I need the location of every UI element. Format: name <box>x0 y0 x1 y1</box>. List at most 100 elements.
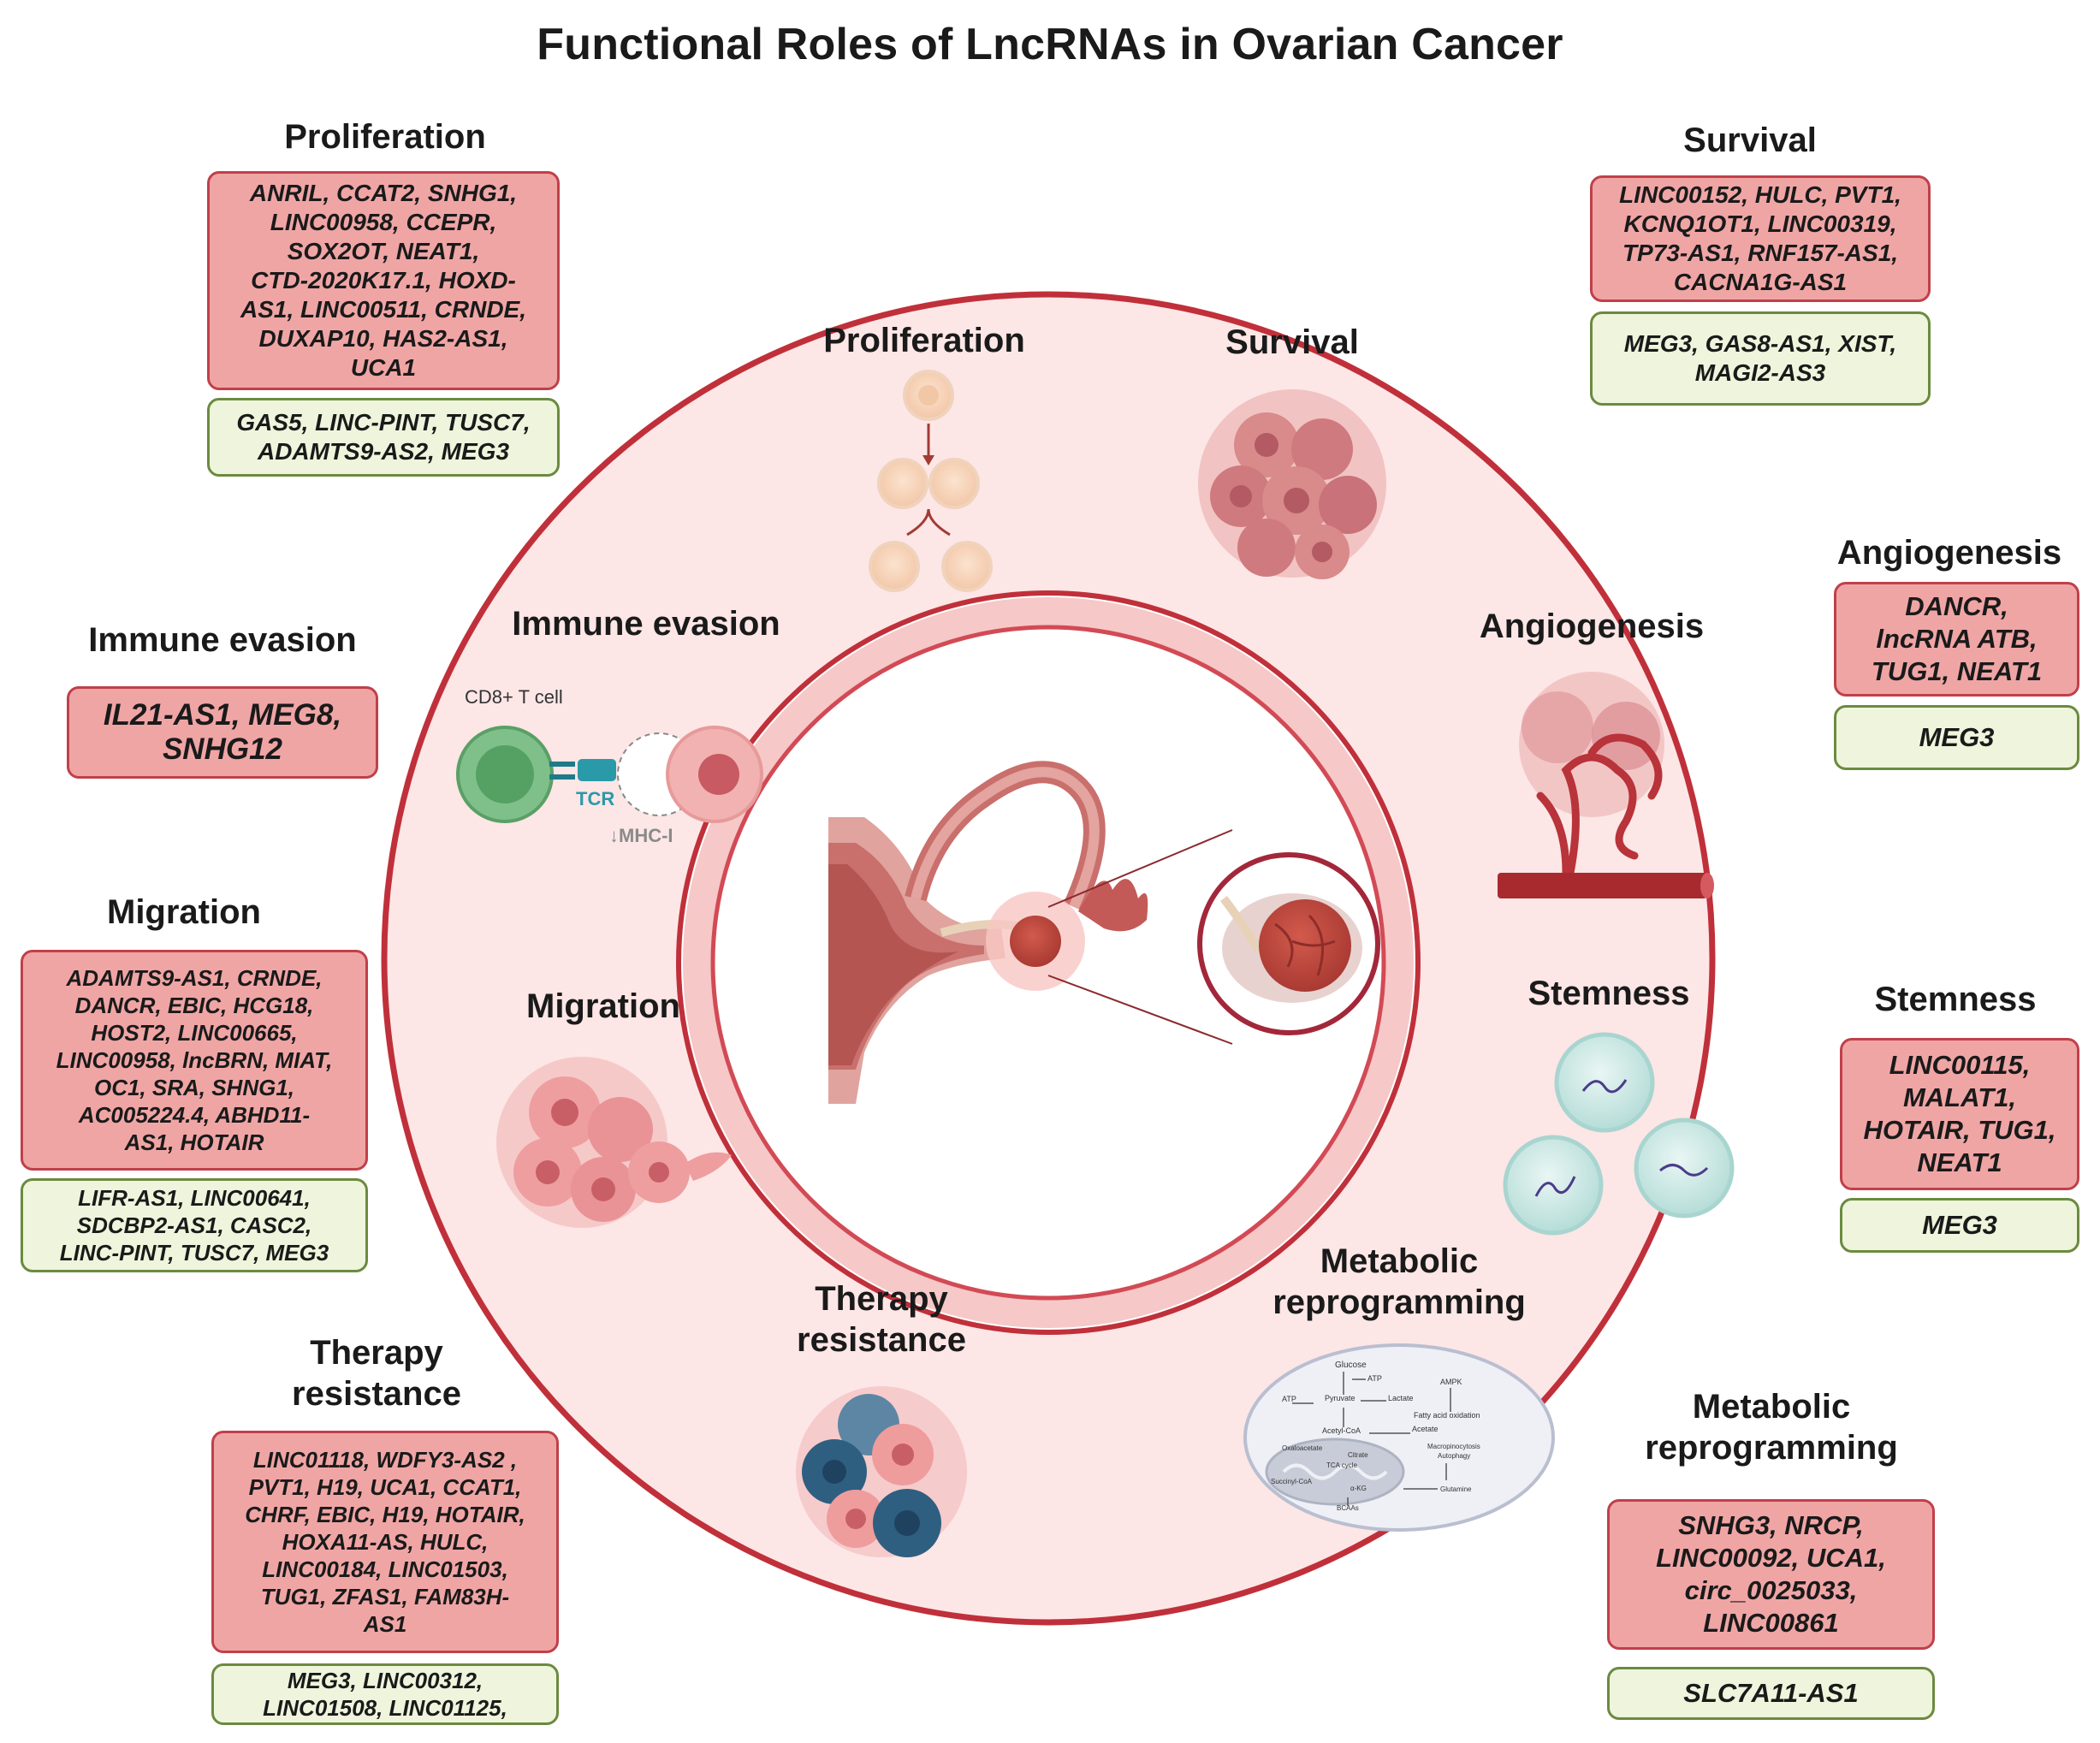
immune-evasion-oncogenic-box: IL21-AS1, MEG8, SNHG12 <box>67 686 378 779</box>
lncrna-line: MEG3 <box>1919 722 1995 752</box>
lncrna-line: ADAMTS9-AS2, MEG3 <box>257 438 510 465</box>
lncrna-line: LINC00861 <box>1703 1608 1839 1638</box>
lncrna-line: UCA1 <box>350 354 417 381</box>
lncrna-line: CTD-2020K17.1, HOXD- <box>251 267 516 293</box>
inner-label-survival: Survival <box>1225 323 1359 361</box>
met-macro1: Macropinocytosis <box>1427 1443 1480 1450</box>
inner-label-therapy-1: Therapy <box>815 1280 948 1318</box>
lncrna-line: SNHG3, NRCP, <box>1678 1510 1864 1540</box>
met-acetate: Acetate <box>1412 1425 1439 1433</box>
stemness-heading: Stemness <box>1874 981 2037 1018</box>
lncrna-line: AS1, HOTAIR <box>124 1129 264 1155</box>
uterus-illustration <box>828 761 1380 1104</box>
survival-oncogenic-box: LINC00152, HULC, PVT1, KCNQ1OT1, LINC003… <box>1590 175 1931 302</box>
therapy-suppressor-box: MEG3, LINC00312, LINC01508, LINC01125, <box>211 1663 559 1725</box>
mhc-label: ↓MHC-I <box>609 825 673 846</box>
met-citrate: Citrate <box>1348 1451 1368 1459</box>
lncrna-line: SNHG12 <box>162 732 283 766</box>
lncrna-line: NEAT1 <box>1917 1147 2002 1177</box>
immune-evasion-icon <box>456 726 763 823</box>
met-ampk: AMPK <box>1440 1378 1462 1386</box>
lncrna-line: DANCR, EBIC, HCG18, <box>74 993 314 1018</box>
survival-suppressor-box: MEG3, GAS8-AS1, XIST, MAGI2-AS3 <box>1590 311 1931 406</box>
met-succinyl: Succinyl-CoA <box>1271 1478 1313 1485</box>
lncrna-line: LINC-PINT, TUSC7, MEG3 <box>59 1240 329 1266</box>
stemness-suppressor-box: MEG3 <box>1840 1198 2079 1253</box>
metabolic-suppressor-box: SLC7A11-AS1 <box>1607 1667 1935 1720</box>
metabolic-heading-1: Metabolic <box>1692 1388 1851 1426</box>
lncrna-line: ANRIL, CCAT2, SNHG1, <box>249 180 518 206</box>
lncrna-line: DANCR, <box>1905 591 2008 621</box>
lncrna-line: HOTAIR, TUG1, <box>1863 1115 2056 1145</box>
met-glucose: Glucose <box>1335 1361 1367 1370</box>
inner-label-metabolic-1: Metabolic <box>1320 1242 1479 1280</box>
lncrna-line: CHRF, EBIC, H19, HOTAIR, <box>245 1502 525 1527</box>
inner-label-angiogenesis: Angiogenesis <box>1479 608 1705 645</box>
met-tca: TCA cycle <box>1326 1461 1358 1469</box>
therapy-heading-1: Therapy <box>310 1334 443 1372</box>
met-fao: Fatty acid oxidation <box>1414 1411 1480 1420</box>
figure-title: Functional Roles of LncRNAs in Ovarian C… <box>537 20 1563 69</box>
stemness-icon <box>1503 1032 1735 1236</box>
migration-icon <box>496 1057 732 1228</box>
lncrna-line: AC005224.4, ABHD11- <box>78 1102 311 1128</box>
lncrna-line: SDCBP2-AS1, CASC2, <box>76 1212 312 1238</box>
met-macro2: Autophagy <box>1438 1452 1470 1460</box>
met-oxaloacetate: Oxaloacetate <box>1282 1444 1323 1452</box>
proliferation-heading: Proliferation <box>284 118 486 156</box>
lncrna-line: HOST2, LINC00665, <box>91 1020 298 1046</box>
lncrna-line: LINC01508, LINC01125, <box>263 1695 507 1721</box>
lncrna-line: LIFR-AS1, LINC00641, <box>78 1185 311 1211</box>
lncrna-line: TUG1, ZFAS1, FAM83H- <box>260 1584 510 1610</box>
metabolic-icon: Glucose ATP AMPK ATP Pyruvate Lactate Fa… <box>1243 1343 1555 1532</box>
angiogenesis-oncogenic-box: DANCR, lncRNA ATB, TUG1, NEAT1 <box>1834 582 2079 697</box>
lncrna-line: MAGI2-AS3 <box>1694 359 1826 386</box>
lncrna-line: MEG3, LINC00312, <box>287 1668 483 1693</box>
angiogenesis-suppressor-box: MEG3 <box>1834 705 2079 770</box>
lncrna-line: LINC00958, lncBRN, MIAT, <box>56 1047 333 1073</box>
lncrna-line: HOXA11-AS, HULC, <box>282 1529 489 1555</box>
lncrna-line: TP73-AS1, RNF157-AS1, <box>1622 240 1899 266</box>
lncrna-line: SLC7A11-AS1 <box>1683 1678 1859 1708</box>
metabolic-heading-2: reprogramming <box>1645 1429 1898 1467</box>
lncrna-line: MEG3 <box>1922 1210 1997 1240</box>
lncrna-line: MALAT1, <box>1902 1082 2016 1112</box>
lncrna-line: MEG3, GAS8-AS1, XIST, <box>1623 330 1897 357</box>
met-pyruvate: Pyruvate <box>1325 1394 1356 1402</box>
lncrna-line: TUG1, NEAT1 <box>1871 656 2043 686</box>
inner-label-proliferation: Proliferation <box>823 322 1025 359</box>
lncrna-line: SOX2OT, NEAT1, <box>287 238 480 264</box>
met-atp1: ATP <box>1367 1374 1382 1383</box>
met-akg: α-KG <box>1350 1485 1367 1492</box>
angiogenesis-heading: Angiogenesis <box>1836 534 2062 572</box>
inner-label-migration: Migration <box>526 987 680 1025</box>
lncrna-line: IL21-AS1, MEG8, <box>103 698 342 732</box>
met-acetylcoa: Acetyl-CoA <box>1322 1426 1361 1435</box>
lncrna-line: PVT1, H19, UCA1, CCAT1, <box>248 1474 522 1500</box>
immune-evasion-heading: Immune evasion <box>88 621 357 659</box>
lncrna-line: LINC00958, CCEPR, <box>270 209 497 235</box>
lncrna-line: LINC00115, <box>1889 1050 2031 1080</box>
lncrna-line: LINC00152, HULC, PVT1, <box>1619 181 1901 208</box>
therapy-resistance-icon <box>796 1386 967 1557</box>
lncrna-line: LINC00092, UCA1, <box>1656 1543 1886 1573</box>
lncrna-line: circ_0025033, <box>1684 1575 1858 1605</box>
lncrna-line: ADAMTS9-AS1, CRNDE, <box>66 965 323 991</box>
stemness-oncogenic-box: LINC00115, MALAT1, HOTAIR, TUG1, NEAT1 <box>1840 1038 2079 1190</box>
proliferation-oncogenic-box: ANRIL, CCAT2, SNHG1, LINC00958, CCEPR, S… <box>207 171 560 390</box>
cd8-label: CD8+ T cell <box>465 686 563 708</box>
angiogenesis-icon <box>1498 672 1714 898</box>
met-glutamine: Glutamine <box>1440 1485 1472 1493</box>
therapy-oncogenic-box: LINC01118, WDFY3-AS2 , PVT1, H19, UCA1, … <box>211 1431 559 1653</box>
lncrna-line: LINC00184, LINC01503, <box>262 1556 508 1582</box>
inner-label-immune-evasion: Immune evasion <box>512 605 780 643</box>
therapy-heading-2: resistance <box>292 1375 461 1413</box>
lncrna-line: lncRNA ATB, <box>1876 624 2038 654</box>
migration-heading: Migration <box>107 893 261 931</box>
lncrna-line: LINC01118, WDFY3-AS2 , <box>252 1447 518 1473</box>
inner-label-therapy-2: resistance <box>797 1321 966 1359</box>
migration-suppressor-box: LIFR-AS1, LINC00641, SDCBP2-AS1, CASC2, … <box>21 1178 368 1272</box>
tcr-label: TCR <box>576 788 614 809</box>
lncrna-line: AS1, LINC00511, CRNDE, <box>240 296 527 323</box>
